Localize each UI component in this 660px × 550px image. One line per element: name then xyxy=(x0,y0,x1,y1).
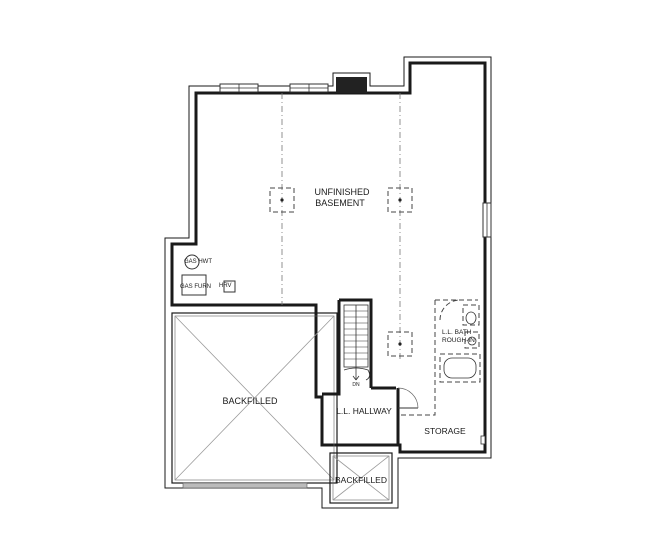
fireplace-chase xyxy=(336,77,367,93)
furnace-symbol xyxy=(181,274,207,296)
post-footing xyxy=(387,331,413,357)
bath-rough-in xyxy=(400,299,481,416)
window-group xyxy=(219,83,329,93)
post xyxy=(280,198,284,202)
post xyxy=(398,198,402,202)
room-label-bath: L.L. BATH xyxy=(442,329,472,336)
furnace-label: GAS FURN xyxy=(180,284,211,290)
backfilled-area-small xyxy=(329,452,393,504)
room-label-storage: STORAGE xyxy=(424,426,466,436)
room-label-bath-2: ROUGH-IN xyxy=(442,337,475,344)
water-heater-label: GAS HWT xyxy=(184,259,212,265)
post-footing xyxy=(387,187,413,213)
hrv-symbol xyxy=(223,280,236,293)
exterior-wall-outer xyxy=(164,56,492,509)
post-footing xyxy=(269,187,295,213)
backfilled-area-large xyxy=(171,312,338,489)
post xyxy=(398,342,402,346)
water-heater-symbol xyxy=(184,254,200,270)
hrv-label: HRV xyxy=(219,283,232,289)
stair xyxy=(322,298,373,396)
room-label-unfinished-basement: UNFINISHED xyxy=(314,187,370,197)
room-label-hallway: L.L. HALLWAY xyxy=(336,406,392,416)
room-label-backfilled-large: BACKFILLED xyxy=(222,396,278,406)
hallway-door xyxy=(397,387,419,409)
exterior-wall-inner xyxy=(170,61,487,454)
stair-direction-label: DN xyxy=(352,382,360,388)
room-label-backfilled-small: BACKFILLED xyxy=(335,475,387,485)
window-right xyxy=(482,202,492,238)
room-label-unfinished-basement-2: BASEMENT xyxy=(315,198,365,208)
storage-corner-mark xyxy=(480,435,486,445)
